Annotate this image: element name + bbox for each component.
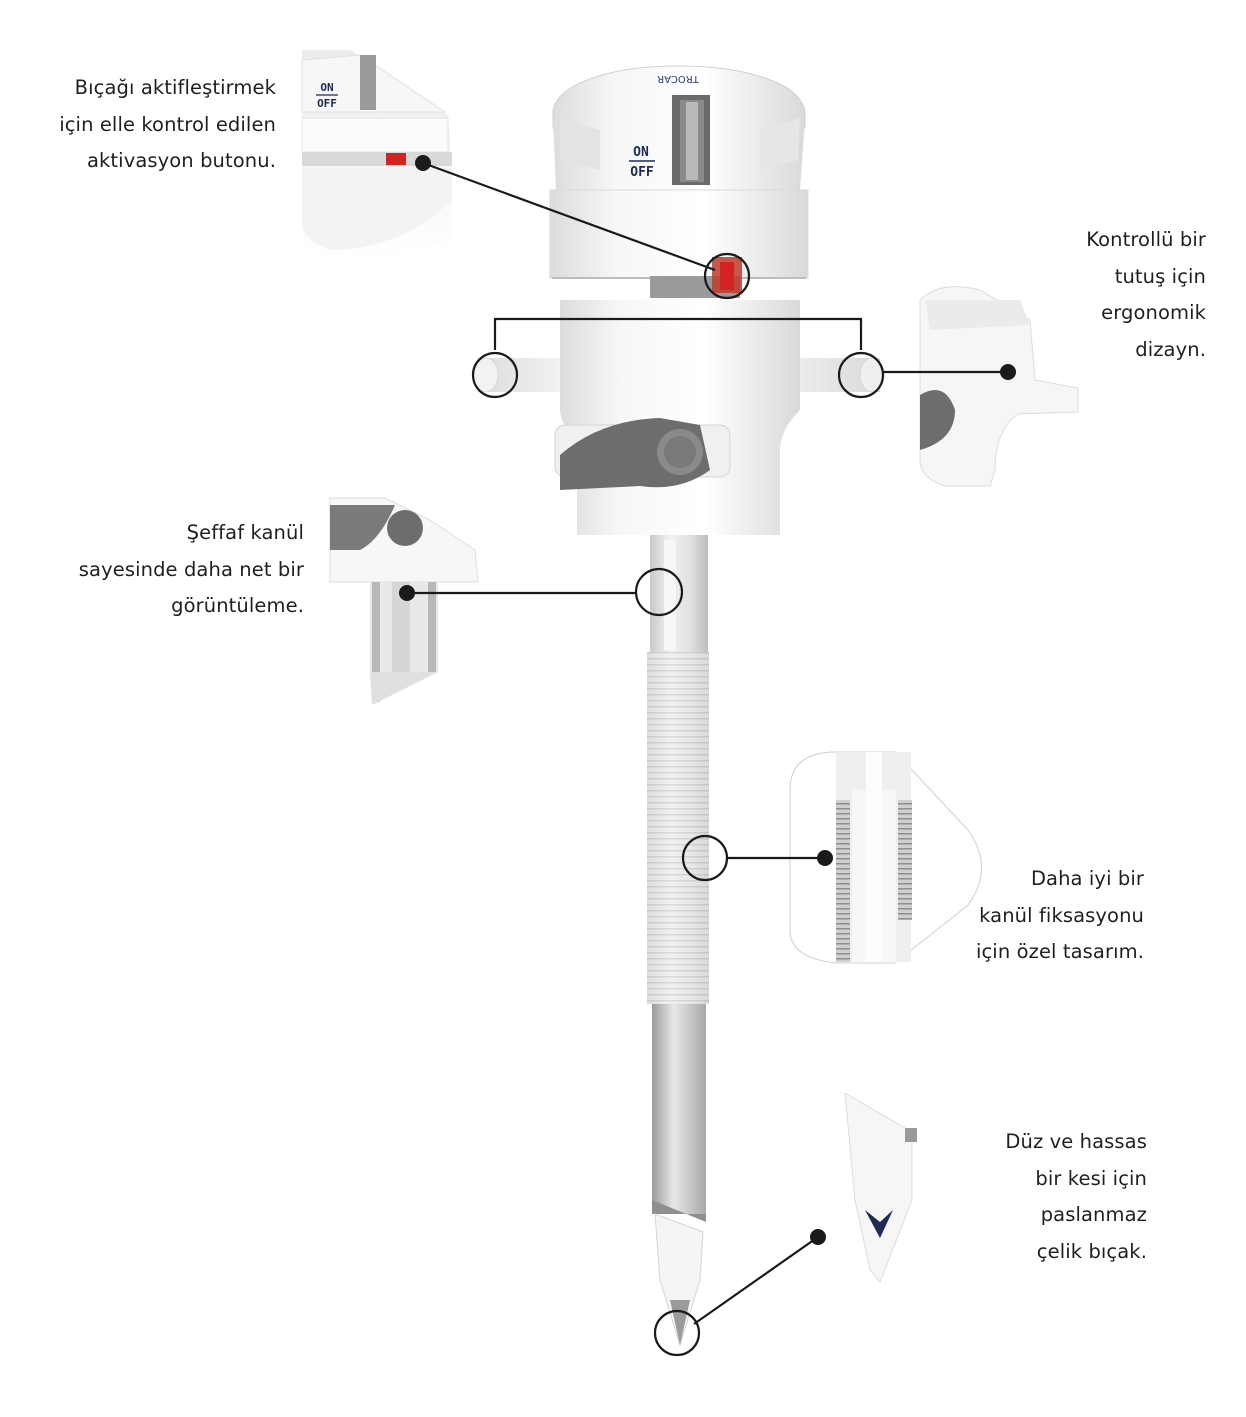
inset-on-label: ON	[320, 81, 333, 94]
ergonomic-design-caption: Kontrollü bir tutuş için ergonomik dizay…	[1086, 222, 1206, 368]
caption-line: sayesinde daha net bir	[78, 557, 304, 581]
caption-line: Daha iyi bir	[1030, 867, 1144, 890]
caption-line: bir kesi için	[1035, 1166, 1147, 1190]
switch-off-label: OFF	[630, 165, 654, 180]
callout-lines	[407, 161, 1008, 1357]
fixation-dot	[817, 850, 833, 866]
caption-line: için elle kontrol edilen	[59, 112, 276, 136]
transparent-cannula-inset	[329, 497, 479, 705]
caption-line: için özel tasarım.	[975, 940, 1144, 963]
blade-inset	[844, 1092, 917, 1283]
trocar-body: TROCAR ON OFF	[473, 65, 885, 1347]
grip-dot	[1000, 364, 1016, 380]
ergonomic-grip-inset	[919, 286, 1079, 487]
transparent-cannula-caption: Şeffaf kanül sayesinde daha net bir görü…	[79, 515, 304, 625]
caption-line: paslanmaz	[1040, 1203, 1147, 1226]
blade-dot	[810, 1229, 826, 1245]
caption-line: görüntüleme.	[171, 594, 304, 617]
activation-dot	[415, 155, 431, 171]
steel-blade-caption: Düz ve hassas bir kesi için paslanmaz çe…	[1005, 1124, 1147, 1270]
caption-line: Bıçağı aktifleştirmek	[74, 76, 276, 99]
blade-callout-ring	[653, 1309, 701, 1357]
grip-bracket-line	[493, 317, 863, 350]
activation-button-caption: Bıçağı aktifleştirmek için elle kontrol …	[59, 70, 276, 180]
caption-line: tutuş için	[1114, 264, 1206, 288]
cannula-fixation-inset	[789, 751, 982, 964]
activation-leader-line	[422, 161, 716, 272]
caption-line: aktivasyon butonu.	[86, 149, 276, 172]
caption-line: Düz ve hassas	[1005, 1130, 1147, 1153]
caption-line: ergonomik	[1101, 301, 1206, 324]
fixation-callout-ring	[681, 834, 729, 882]
grip-left-callout-ring	[471, 351, 519, 399]
blade-leader-line	[693, 1236, 819, 1325]
cannula-dot	[399, 585, 415, 601]
activation-button-inset: ON OFF	[301, 50, 452, 259]
caption-line: çelik bıçak.	[1036, 1239, 1147, 1263]
caption-line: Şeffaf kanül	[186, 521, 304, 544]
callout-dots	[399, 155, 1016, 1245]
cannula-fixation-caption: Daha iyi bir kanül fiksasyonu için özel …	[976, 861, 1144, 971]
grip-right-callout-ring	[837, 351, 885, 399]
brand-text: TROCAR	[657, 73, 700, 84]
inset-off-label: OFF	[317, 97, 337, 110]
cannula-callout-ring	[634, 567, 684, 617]
caption-line: Kontrollü bir	[1086, 228, 1206, 251]
caption-line: kanül fiksasyonu	[979, 903, 1144, 927]
caption-line: dizayn.	[1135, 337, 1206, 361]
activation-callout-ring	[703, 252, 751, 300]
switch-on-label: ON	[633, 145, 649, 160]
